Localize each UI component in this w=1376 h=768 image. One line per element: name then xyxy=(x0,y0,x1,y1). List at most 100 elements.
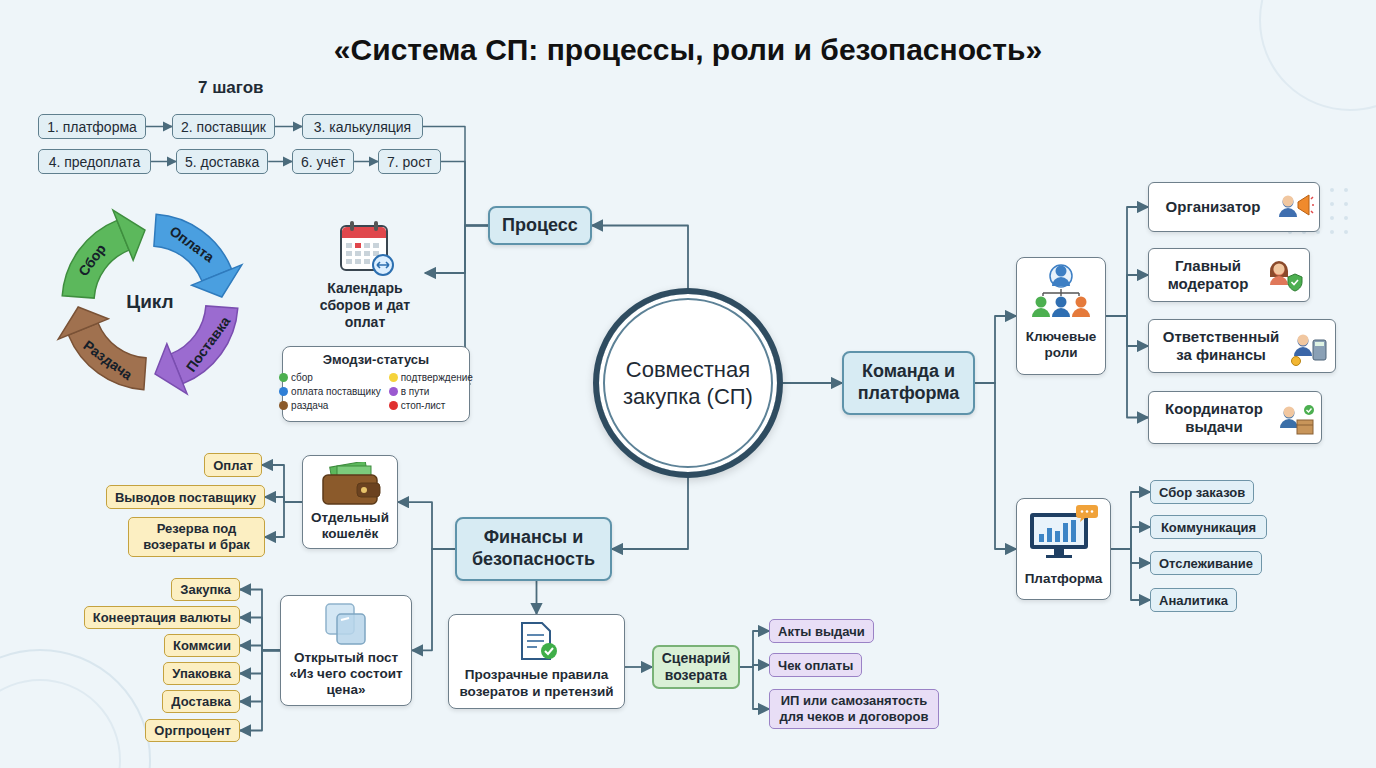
title: «Система СП: процессы, роли и безопаснос… xyxy=(0,33,1376,67)
legend-item: раздача xyxy=(279,400,381,412)
icon-part xyxy=(364,251,370,256)
document-pill: ИП или самозанятость для чеков и договор… xyxy=(769,689,939,729)
icon-part xyxy=(1046,555,1072,558)
person-body xyxy=(1279,208,1297,217)
legend-item: стоп-лист xyxy=(389,400,473,412)
node-text: Выводов поставщику xyxy=(115,490,256,505)
legend-swatch xyxy=(389,373,398,382)
icon-part xyxy=(1298,335,1309,346)
document-pill: Акты выдачи xyxy=(769,619,874,643)
node-text: Организатор xyxy=(1166,198,1261,216)
role-card: Организатор xyxy=(1148,182,1320,232)
icon-part xyxy=(337,614,365,644)
person-head xyxy=(1056,266,1067,277)
connector xyxy=(423,127,488,226)
icon-part xyxy=(361,487,367,493)
icon-part xyxy=(1297,420,1313,434)
node-text: Финансы и безопасность xyxy=(465,527,602,570)
icon xyxy=(335,218,395,276)
icon-part xyxy=(341,618,349,620)
connector xyxy=(398,502,455,549)
finance-pill: Доставка xyxy=(162,690,240,713)
node-text: Доставка xyxy=(171,694,231,709)
icon-part xyxy=(364,259,370,264)
icon-part xyxy=(355,251,361,256)
icon-part xyxy=(1063,523,1068,542)
icon-part xyxy=(1274,264,1285,275)
node-text: 2. поставщик xyxy=(181,119,266,135)
cycle-arrowhead xyxy=(155,344,187,394)
node-text: Коммсии xyxy=(173,638,231,653)
icon-part xyxy=(346,251,352,256)
person-head xyxy=(1036,297,1047,308)
step-box: 6. учёт xyxy=(292,149,354,174)
step-box: 4. предоплата xyxy=(38,149,151,174)
legend-text: сбор xyxy=(291,372,313,384)
connector xyxy=(151,161,176,163)
connector xyxy=(354,161,378,163)
node-text: Ключевые роли xyxy=(1023,329,1099,361)
scenario-box: Сценарий возерата xyxy=(652,645,740,689)
node-text: 6. учёт xyxy=(301,154,345,170)
role-card: Ответственный за финансы xyxy=(1148,319,1336,373)
legend-swatch xyxy=(389,401,398,410)
connector xyxy=(146,126,172,128)
icon-part xyxy=(1076,505,1098,518)
icon-part xyxy=(1315,342,1324,346)
icon-part xyxy=(346,243,352,248)
icon-part xyxy=(355,243,361,248)
node-text: Упаковка xyxy=(172,666,231,681)
icon-part xyxy=(1298,195,1309,215)
person-body xyxy=(1280,419,1298,428)
node-text: Отслеживание xyxy=(1159,556,1253,571)
person-body xyxy=(1270,276,1288,285)
legend-text: в пути xyxy=(401,386,430,398)
cycle-arrow xyxy=(171,306,238,384)
legend-item: подтверждение xyxy=(389,372,473,384)
icon-part xyxy=(1050,265,1072,287)
icon-part xyxy=(1047,528,1052,542)
connector xyxy=(1106,275,1148,316)
finance-pill: Резерва под возераты и брак xyxy=(128,517,265,557)
step-box: 7. рост xyxy=(378,149,441,174)
person-head xyxy=(1283,197,1294,208)
document-pill: Чек оплаты xyxy=(769,653,862,677)
icon-part xyxy=(1080,510,1083,513)
connector xyxy=(265,502,302,537)
decor-dot xyxy=(1330,230,1334,234)
cycle-arrow xyxy=(62,220,129,298)
node-text: 1. платформа xyxy=(47,119,137,135)
person-body xyxy=(1294,347,1312,356)
icon xyxy=(1021,264,1101,318)
icon-part xyxy=(1043,289,1079,296)
finance-pill: Упаковка xyxy=(163,662,240,685)
platform-pill: Коммуникация xyxy=(1150,515,1267,539)
connector xyxy=(975,316,1016,383)
cycle-arrowhead xyxy=(192,265,242,297)
node-text: Ответственный за финансы xyxy=(1157,328,1285,364)
node-text: 4. предоплата xyxy=(49,154,141,170)
icon-part xyxy=(373,255,393,275)
decor-ring xyxy=(0,650,150,768)
person-head xyxy=(1284,407,1295,418)
platform-pill: Сбор заказов xyxy=(1150,480,1254,504)
step-box: 1. платформа xyxy=(38,114,146,139)
finance-pill: Оргпроцент xyxy=(145,719,240,742)
connector xyxy=(740,631,769,667)
icon-part xyxy=(350,221,354,231)
node-text: 3. калькуляция xyxy=(314,119,411,135)
node-text: Команда и платформа xyxy=(852,361,965,404)
legend-swatch xyxy=(389,387,398,396)
branch-box: Команда и платформа xyxy=(842,351,975,415)
connector xyxy=(240,618,280,651)
icon-card: Платформа xyxy=(1016,498,1111,600)
icon-part xyxy=(1054,549,1064,555)
node-text: Открытый пост «Из чего состоит цена» xyxy=(287,650,405,699)
person-head xyxy=(1274,265,1285,276)
icon-part xyxy=(1307,408,1312,412)
connector xyxy=(240,650,280,701)
connector xyxy=(536,581,538,614)
platform-pill: Аналитика xyxy=(1150,588,1237,612)
legend-swatch xyxy=(279,401,288,410)
